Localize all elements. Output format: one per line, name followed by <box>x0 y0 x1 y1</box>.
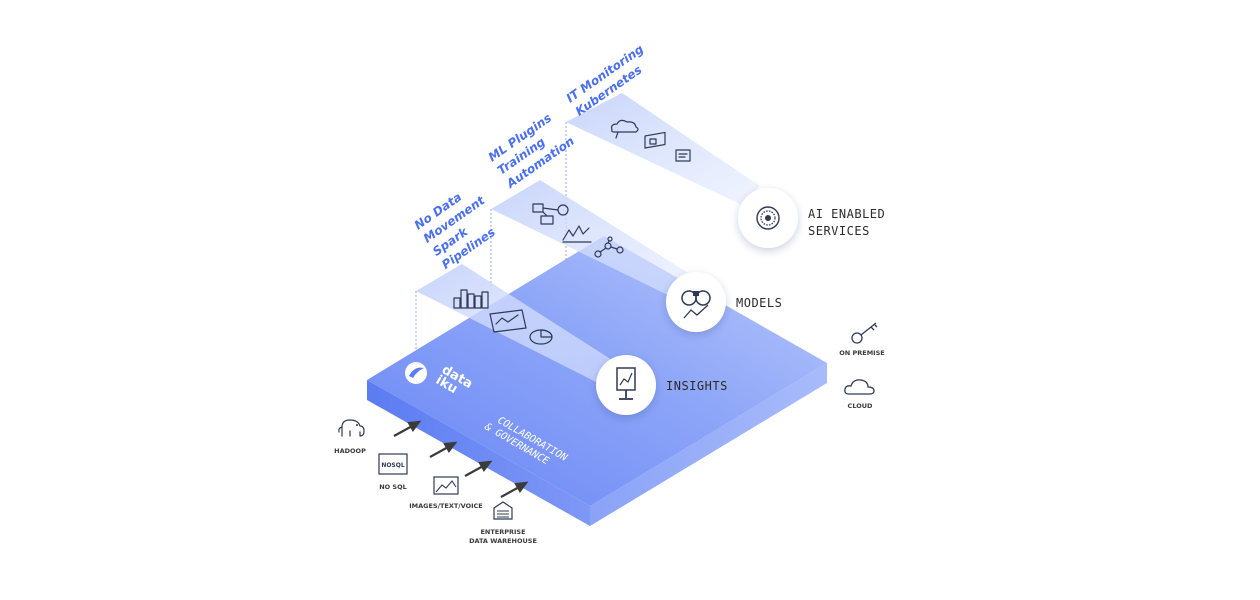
kiosk-icon <box>616 367 636 400</box>
models-title: MODELS <box>736 296 782 310</box>
cloud-server-icon <box>610 119 639 139</box>
flowchart-icon <box>532 203 569 225</box>
source-warehouse-label-2: DATA WAREHOUSE <box>469 537 537 545</box>
ribbon-models <box>490 180 690 297</box>
nosql-icon: NOSQL <box>378 453 408 475</box>
source-images-label: IMAGES/TEXT/VOICE <box>409 502 483 510</box>
arrow-nosql <box>429 441 458 458</box>
insights-badge[interactable] <box>596 355 656 415</box>
pie-chart-icon <box>529 329 553 345</box>
ribbon-services <box>565 93 760 260</box>
insights-title: INSIGHTS <box>666 379 728 393</box>
source-nosql-label: NO SQL <box>379 483 407 491</box>
network-icon <box>594 236 624 258</box>
services-title: AI ENABLED <box>808 207 885 221</box>
cloud-icon <box>844 379 875 395</box>
chip-icon <box>644 131 666 149</box>
elephant-icon <box>338 419 365 437</box>
source-images[interactable]: IMAGES/TEXT/VOICE <box>409 476 483 510</box>
line-chart-icon <box>562 225 592 243</box>
dashboard-icon <box>489 309 527 333</box>
arrow-images <box>464 460 493 477</box>
source-hadoop-label: HADOOP <box>334 447 366 455</box>
deploy-on-premise[interactable]: ON PREMISE <box>839 322 885 357</box>
platform-front-face <box>367 380 590 526</box>
key-icon <box>851 322 878 344</box>
source-warehouse[interactable]: ENTERPRISE DATA WAREHOUSE <box>469 501 537 545</box>
card-icon <box>675 149 691 162</box>
source-nosql[interactable]: NOSQL NO SQL <box>378 453 408 491</box>
ribbon-insights <box>415 264 612 382</box>
warehouse-icon <box>493 501 513 520</box>
source-hadoop[interactable]: HADOOP <box>334 419 366 455</box>
bird-icon <box>409 367 424 378</box>
models-tags: ML Plugins Training Automation <box>486 111 577 191</box>
arrow-hadoop <box>393 420 422 437</box>
deploy-cloud-label: CLOUD <box>848 402 873 410</box>
services-badge[interactable] <box>738 188 798 248</box>
deploy-cloud[interactable]: CLOUD <box>844 379 875 410</box>
arrow-warehouse <box>500 481 529 498</box>
source-arrows <box>393 420 529 498</box>
image-icon <box>433 476 459 495</box>
insights-tags: No Data Movement Spark Pipelines <box>412 190 498 272</box>
models-badge[interactable] <box>666 272 726 332</box>
source-warehouse-label-1: ENTERPRISE <box>480 528 525 536</box>
bar-chart-icon <box>453 289 489 309</box>
binoculars-icon <box>681 290 711 319</box>
nosql-icon-text: NOSQL <box>381 462 405 469</box>
neural-chip-icon <box>756 206 780 230</box>
deploy-on-premise-label: ON PREMISE <box>839 349 884 357</box>
services-title-2: SERVICES <box>808 224 870 238</box>
platform-side-face <box>590 363 827 526</box>
